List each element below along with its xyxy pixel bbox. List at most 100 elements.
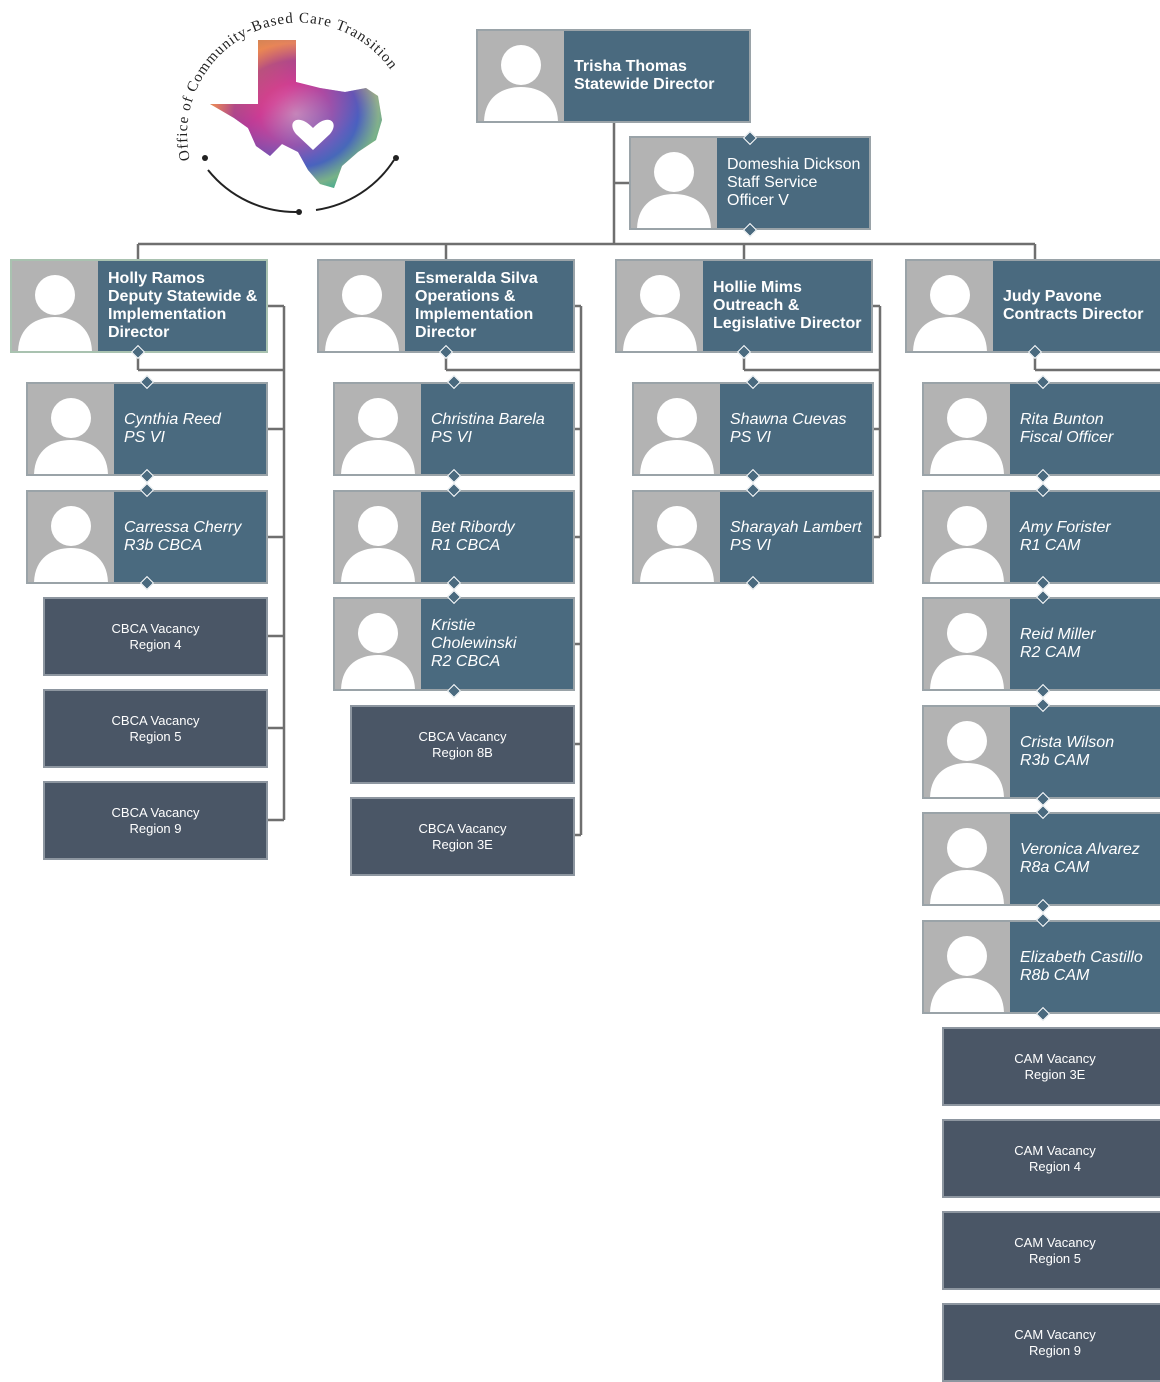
office-logo: Office of Community-Based Care Transitio… <box>170 0 430 222</box>
division-head-card-hollie[interactable]: Hollie Mims Outreach & Legislative Direc… <box>615 259 873 353</box>
staff-card-title: PS VI <box>730 429 771 446</box>
vacancy-title: CAM Vacancy <box>1014 1142 1096 1158</box>
division-head-card-judy[interactable]: Judy Pavone Contracts Director <box>905 259 1160 353</box>
person-silhouette-icon <box>341 613 415 689</box>
director-card[interactable]: Trisha Thomas Statewide Director <box>476 29 751 123</box>
vacancy-card[interactable]: CBCA Vacancy Region 8B <box>350 705 575 784</box>
profile-placeholder-icon <box>924 922 1010 1012</box>
staff-card[interactable]: Amy Forister R1 CAM <box>922 490 1160 584</box>
person-silhouette-icon <box>913 275 987 351</box>
staff-card[interactable]: Crista Wilson R3b CAM <box>922 705 1160 799</box>
staff-card[interactable]: Veronica Alvarez R8a CAM <box>922 812 1160 906</box>
vacancy-card[interactable]: CAM Vacancy Region 3E <box>942 1027 1160 1106</box>
person-silhouette-icon <box>34 398 108 474</box>
profile-placeholder-icon <box>335 599 421 689</box>
director-name: Trisha Thomas <box>574 58 687 75</box>
vacancy-card[interactable]: CBCA Vacancy Region 3E <box>350 797 575 876</box>
staff-card-name: Amy Forister <box>1020 519 1111 536</box>
division-head-card-holly[interactable]: Holly Ramos Deputy Statewide & Implement… <box>10 259 268 353</box>
staff-card-title: PS VI <box>431 429 472 446</box>
staff-card-name: Christina Barela <box>431 411 545 428</box>
staff-card-title: Fiscal Officer <box>1020 429 1114 446</box>
staff-card-title: R1 CAM <box>1020 537 1081 554</box>
staff-card-name: Sharayah Lambert <box>730 519 862 536</box>
staff-name: Domeshia Dickson <box>727 156 861 173</box>
staff-title-line1: Staff Service <box>727 174 818 191</box>
division-head-title: Outreach & <box>713 297 800 314</box>
staff-card[interactable]: Bet Ribordy R1 CBCA <box>333 490 575 584</box>
texas-heart-logo-icon: Office of Community-Based Care Transitio… <box>175 10 400 215</box>
profile-placeholder-icon <box>478 31 564 121</box>
staff-card-title: R3b CBCA <box>124 537 203 554</box>
staff-card[interactable]: Sharayah Lambert PS VI <box>632 490 874 584</box>
vacancy-region: Region 9 <box>129 820 182 836</box>
vacancy-region: Region 3E <box>1024 1066 1086 1082</box>
division-head-name: Hollie Mims <box>713 279 802 296</box>
profile-placeholder-icon <box>335 492 421 582</box>
vacancy-card[interactable]: CAM Vacancy Region 5 <box>942 1211 1160 1290</box>
vacancy-card[interactable]: CBCA Vacancy Region 5 <box>43 689 268 768</box>
person-silhouette-icon <box>930 398 1004 474</box>
person-silhouette-icon <box>484 45 558 121</box>
division-head-name: Esmeralda Silva <box>415 270 538 287</box>
staff-card[interactable]: Carressa Cherry R3b CBCA <box>26 490 268 584</box>
staff-card-title: R8b CAM <box>1020 967 1090 984</box>
division-head-title: Director <box>108 324 170 341</box>
division-head-title: Legislative Director <box>713 315 862 332</box>
vacancy-title: CAM Vacancy <box>1014 1326 1096 1342</box>
staff-card-title: PS VI <box>730 537 771 554</box>
staff-card[interactable]: Reid Miller R2 CAM <box>922 597 1160 691</box>
staff-officer-card[interactable]: Domeshia Dickson Staff Service Officer V <box>629 136 871 230</box>
person-silhouette-icon <box>341 506 415 582</box>
profile-placeholder-icon <box>319 261 405 351</box>
profile-placeholder-icon <box>924 707 1010 797</box>
person-silhouette-icon <box>930 613 1004 689</box>
division-head-card-esmeralda[interactable]: Esmeralda Silva Operations & Implementat… <box>317 259 575 353</box>
staff-card[interactable]: Christina Barela PS VI <box>333 382 575 476</box>
staff-card-title: R8a CAM <box>1020 859 1090 876</box>
profile-placeholder-icon <box>924 814 1010 904</box>
staff-card[interactable]: Elizabeth Castillo R8b CAM <box>922 920 1160 1014</box>
staff-card-name: Veronica Alvarez <box>1020 841 1140 858</box>
vacancy-region: Region 5 <box>129 728 182 744</box>
vacancy-title: CBCA Vacancy <box>111 804 200 820</box>
person-silhouette-icon <box>930 721 1004 797</box>
person-silhouette-icon <box>18 275 92 351</box>
staff-card-title: R3b CAM <box>1020 752 1090 769</box>
profile-placeholder-icon <box>28 384 114 474</box>
staff-card-name: Carressa Cherry <box>124 519 242 536</box>
profile-placeholder-icon <box>631 138 717 228</box>
vacancy-card[interactable]: CBCA Vacancy Region 9 <box>43 781 268 860</box>
vacancy-title: CAM Vacancy <box>1014 1234 1096 1250</box>
staff-card-name-line2: Cholewinski <box>431 635 517 652</box>
staff-card-name: Bet Ribordy <box>431 519 515 536</box>
profile-placeholder-icon <box>28 492 114 582</box>
vacancy-region: Region 4 <box>129 636 182 652</box>
staff-card[interactable]: Cynthia Reed PS VI <box>26 382 268 476</box>
division-head-title: Contracts Director <box>1003 306 1144 323</box>
division-head-name: Judy Pavone <box>1003 288 1102 305</box>
vacancy-card[interactable]: CAM Vacancy Region 4 <box>942 1119 1160 1198</box>
vacancy-title: CBCA Vacancy <box>418 820 507 836</box>
division-head-title: Operations & <box>415 288 516 305</box>
profile-placeholder-icon <box>907 261 993 351</box>
division-head-title: Implementation <box>415 306 534 323</box>
staff-card-name: Reid Miller <box>1020 626 1096 643</box>
staff-card-title: R1 CBCA <box>431 537 501 554</box>
staff-card[interactable]: Kristie Cholewinski R2 CBCA <box>333 597 575 691</box>
person-silhouette-icon <box>325 275 399 351</box>
staff-title-line2: Officer V <box>727 192 789 209</box>
profile-placeholder-icon <box>335 384 421 474</box>
staff-card-title: PS VI <box>124 429 165 446</box>
vacancy-card[interactable]: CBCA Vacancy Region 4 <box>43 597 268 676</box>
staff-card-name: Shawna Cuevas <box>730 411 847 428</box>
vacancy-region: Region 9 <box>1028 1342 1082 1358</box>
profile-placeholder-icon <box>617 261 703 351</box>
vacancy-title: CBCA Vacancy <box>111 620 200 636</box>
vacancy-card[interactable]: CAM Vacancy Region 9 <box>942 1303 1160 1382</box>
staff-card[interactable]: Rita Bunton Fiscal Officer <box>922 382 1160 476</box>
staff-card-name: Cynthia Reed <box>124 411 221 428</box>
division-head-title: Implementation <box>108 306 227 323</box>
staff-card[interactable]: Shawna Cuevas PS VI <box>632 382 874 476</box>
